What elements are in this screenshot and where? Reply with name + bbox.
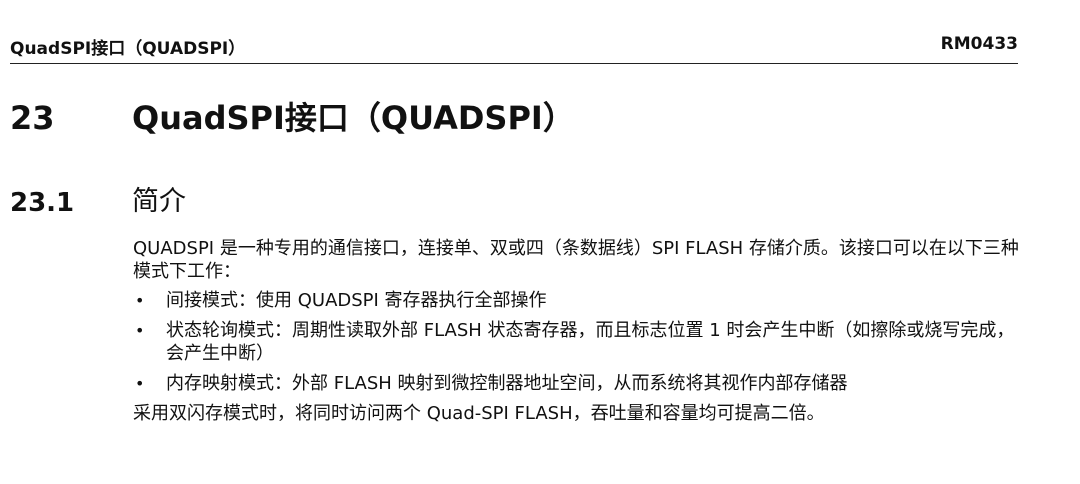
list-item: • 内存映射模式：外部 FLASH 映射到微控制器地址空间，从而系统将其视作内部… [133, 372, 1023, 395]
running-header: QuadSPI接口（QUADSPI） RM0433 [10, 34, 1018, 59]
mode-list: • 间接模式：使用 QUADSPI 寄存器执行全部操作 • 状态轮询模式：周期性… [133, 289, 1023, 395]
bullet-icon: • [135, 291, 145, 310]
section-title: QuadSPI接口（QUADSPI） [132, 99, 575, 137]
list-item: • 状态轮询模式：周期性读取外部 FLASH 状态寄存器，而且标志位置 1 时会… [133, 319, 1023, 365]
intro-paragraph: QUADSPI 是一种专用的通信接口，连接单、双或四（条数据线）SPI FLAS… [133, 238, 1019, 282]
subsection-number: 23.1 [10, 188, 75, 218]
header-divider [10, 63, 1018, 64]
header-chapter-title: QuadSPI接口（QUADSPI） [10, 39, 246, 59]
section-body: QUADSPI 是一种专用的通信接口，连接单、双或四（条数据线）SPI FLAS… [133, 237, 1023, 425]
subsection-title: 简介 [132, 186, 186, 217]
list-item-text: 状态轮询模式：周期性读取外部 FLASH 状态寄存器，而且标志位置 1 时会产生… [166, 320, 1015, 364]
list-item: • 间接模式：使用 QUADSPI 寄存器执行全部操作 [133, 289, 1023, 312]
header-document-id: RM0433 [940, 34, 1018, 54]
list-item-text: 间接模式：使用 QUADSPI 寄存器执行全部操作 [166, 290, 547, 311]
list-item-text: 内存映射模式：外部 FLASH 映射到微控制器地址空间，从而系统将其视作内部存储… [166, 373, 848, 394]
bullet-icon: • [135, 321, 145, 340]
section-number: 23 [10, 99, 55, 137]
closing-paragraph: 采用双闪存模式时，将同时访问两个 Quad-SPI FLASH，吞吐量和容量均可… [133, 403, 825, 424]
bullet-icon: • [135, 374, 145, 393]
